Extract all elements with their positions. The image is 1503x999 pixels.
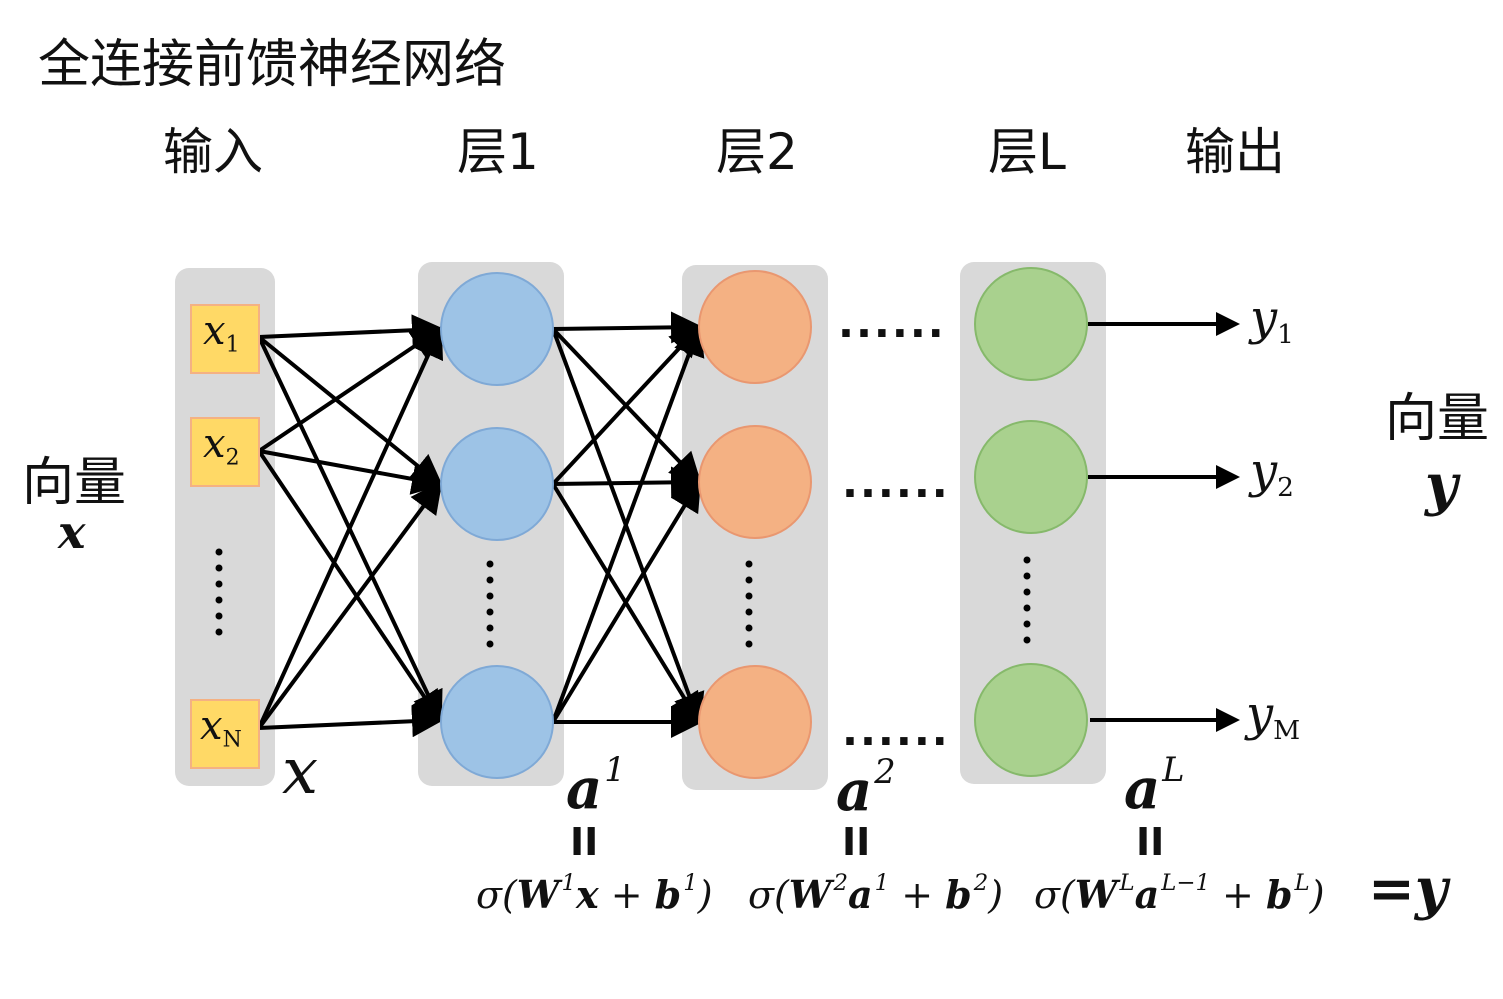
input-column: [175, 268, 275, 786]
layerL-node-1: [974, 267, 1088, 381]
connections-1: [257, 314, 444, 738]
page-title: 全连接前馈神经网络: [38, 35, 507, 95]
ellipsis-row-1: ......: [838, 298, 946, 347]
activation-aL: aL: [1124, 750, 1185, 822]
output-vector-text: 向量: [1385, 389, 1490, 449]
input-box-1: [190, 304, 260, 374]
vertical-ellipses: [215, 548, 1031, 648]
input-boxes: [190, 304, 260, 769]
label-layer2: 层2: [716, 123, 798, 181]
label-layer1: 层1: [457, 123, 539, 181]
connections-2: [551, 311, 705, 738]
layer2-node-2: [698, 425, 812, 539]
equal-sign-3: II: [1136, 820, 1165, 864]
layer1-node-2: [440, 427, 554, 541]
activation-a1: a1: [566, 750, 626, 822]
formula-2: σ(W2a1 + b2): [748, 870, 1004, 918]
input-box-2: [190, 417, 260, 487]
x-label: x: [282, 735, 319, 809]
layerL-node-2: [974, 420, 1088, 534]
ellipsis-row-3: ......: [842, 706, 950, 755]
equal-sign-2: II: [842, 820, 871, 864]
output-arrows: [1088, 312, 1240, 732]
output-label-M: yM: [1246, 686, 1301, 747]
layer2-node-1: [698, 270, 812, 384]
formula-3: σ(WLaL−1 + bL): [1034, 870, 1325, 918]
layer1-nodes: [440, 272, 554, 779]
layer1-node-n: [440, 665, 554, 779]
activation-a2: a2: [836, 752, 896, 824]
formula-1: σ(W1x + b1): [476, 870, 713, 918]
equal-sign-1: II: [570, 820, 599, 864]
output-label-1: y1: [1250, 290, 1294, 351]
input-box-N: [190, 699, 260, 769]
input-label-N: xN: [200, 703, 242, 753]
layerL-node-n: [974, 663, 1088, 777]
label-layerL: 层L: [988, 123, 1066, 181]
output-label-2: y2: [1250, 443, 1294, 504]
label-output: 输出: [1185, 123, 1285, 181]
label-input: 输入: [163, 123, 263, 181]
layer2-nodes: [698, 270, 812, 779]
layerL-nodes: [974, 267, 1088, 777]
input-vector-text: 向量: [22, 453, 127, 513]
final-equals-y: =y: [1368, 856, 1448, 922]
input-label-1: x1: [203, 308, 240, 358]
ellipsis-row-2: ......: [842, 458, 950, 507]
input-label-2: x2: [203, 421, 240, 471]
layer1-node-1: [440, 272, 554, 386]
output-vector-symbol: y: [1425, 452, 1458, 518]
input-vector-symbol: x: [58, 505, 86, 559]
layer2-node-n: [698, 665, 812, 779]
